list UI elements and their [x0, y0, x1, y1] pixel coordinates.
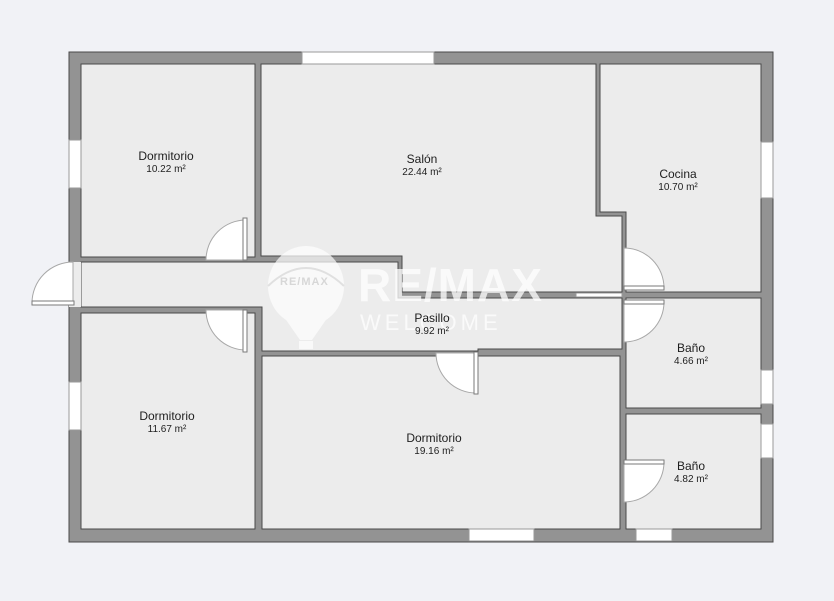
- room-area: 10.70 m²: [658, 182, 698, 193]
- door-bano-upper: [623, 299, 665, 343]
- room-area: 10.22 m²: [146, 164, 186, 175]
- door-bano-lower: [623, 459, 665, 503]
- plan-shape: [623, 299, 665, 305]
- room-area: 4.82 m²: [674, 474, 708, 485]
- plan-shape: [623, 301, 665, 343]
- room-name: Pasillo: [414, 311, 450, 325]
- plan-shape: [205, 219, 247, 261]
- plan-shape: [623, 285, 665, 291]
- room-area: 11.67 m²: [147, 424, 187, 435]
- plan-shape: [267, 267, 345, 287]
- window-right-bath-lower: [760, 423, 774, 459]
- plan-shape: [473, 351, 479, 395]
- room-label-dormitorio-bottom-center: Dormitorio 19.16 m²: [406, 431, 461, 458]
- plan-shape: [435, 352, 477, 394]
- sliding-door: [575, 292, 623, 298]
- watermark-balloon-text: RE/MAX: [280, 276, 329, 288]
- remax-balloon-logo: [267, 246, 345, 349]
- window-bottom-center: [468, 528, 535, 542]
- room-area: 4.66 m²: [674, 356, 708, 367]
- floor-dormitorio-bottom-left: [80, 312, 256, 530]
- window-left-upper: [68, 139, 82, 189]
- plan-shape: [31, 261, 74, 304]
- room-name: Baño: [676, 459, 706, 473]
- room-name: Salón: [406, 152, 438, 166]
- plan-shape: [242, 217, 248, 261]
- door-dormitorio-bottom-center: [435, 351, 479, 395]
- room-label-bano-lower: Baño 4.82 m²: [674, 459, 708, 486]
- room-name: Dormitorio: [139, 409, 195, 423]
- door-dormitorio-top-left: [205, 217, 248, 261]
- room-label-pasillo: Pasillo 9.92 m²: [414, 311, 449, 338]
- room-area: 22.44 m²: [402, 167, 442, 178]
- plan-shape: [623, 461, 665, 503]
- plan-shape: [242, 309, 248, 353]
- plan-shape: [623, 459, 665, 465]
- room-name: Dormitorio: [406, 431, 462, 445]
- floor-dormitorio-bottom-center: [261, 355, 621, 530]
- door-cocina: [623, 247, 665, 291]
- watermark-brand: RE/MAX: [358, 259, 543, 311]
- window-left-lower: [68, 381, 82, 431]
- plan-shape: [282, 314, 330, 340]
- room-name: Cocina: [659, 167, 697, 181]
- watermark-subtitle: WELCOME: [360, 310, 502, 335]
- window-right-kitchen: [760, 141, 774, 199]
- window-top: [301, 51, 435, 65]
- door-dormitorio-bottom-left: [205, 309, 248, 353]
- room-label-dormitorio-top-left: Dormitorio 10.22 m²: [138, 149, 193, 176]
- plan-shape: [299, 341, 313, 349]
- plan-shape: [268, 246, 344, 326]
- room-label-cocina: Cocina 10.70 m²: [658, 167, 697, 194]
- door-entrance: [31, 261, 75, 306]
- plan-shape: [205, 309, 247, 351]
- floor-pasillo: [80, 261, 623, 352]
- room-name: Baño: [676, 341, 706, 355]
- window-bottom-right: [635, 528, 673, 542]
- window-right-bath-upper: [760, 369, 774, 405]
- room-label-salon: Salón 22.44 m²: [402, 152, 441, 179]
- room-label-bano-upper: Baño 4.66 m²: [674, 341, 708, 368]
- floor-cocina: [599, 63, 762, 293]
- room-label-dormitorio-bottom-left: Dormitorio 11.67 m²: [139, 409, 194, 436]
- plan-shape: [31, 300, 75, 306]
- room-area: 9.92 m²: [415, 326, 449, 337]
- room-area: 19.16 m²: [414, 446, 454, 457]
- room-name: Dormitorio: [138, 149, 194, 163]
